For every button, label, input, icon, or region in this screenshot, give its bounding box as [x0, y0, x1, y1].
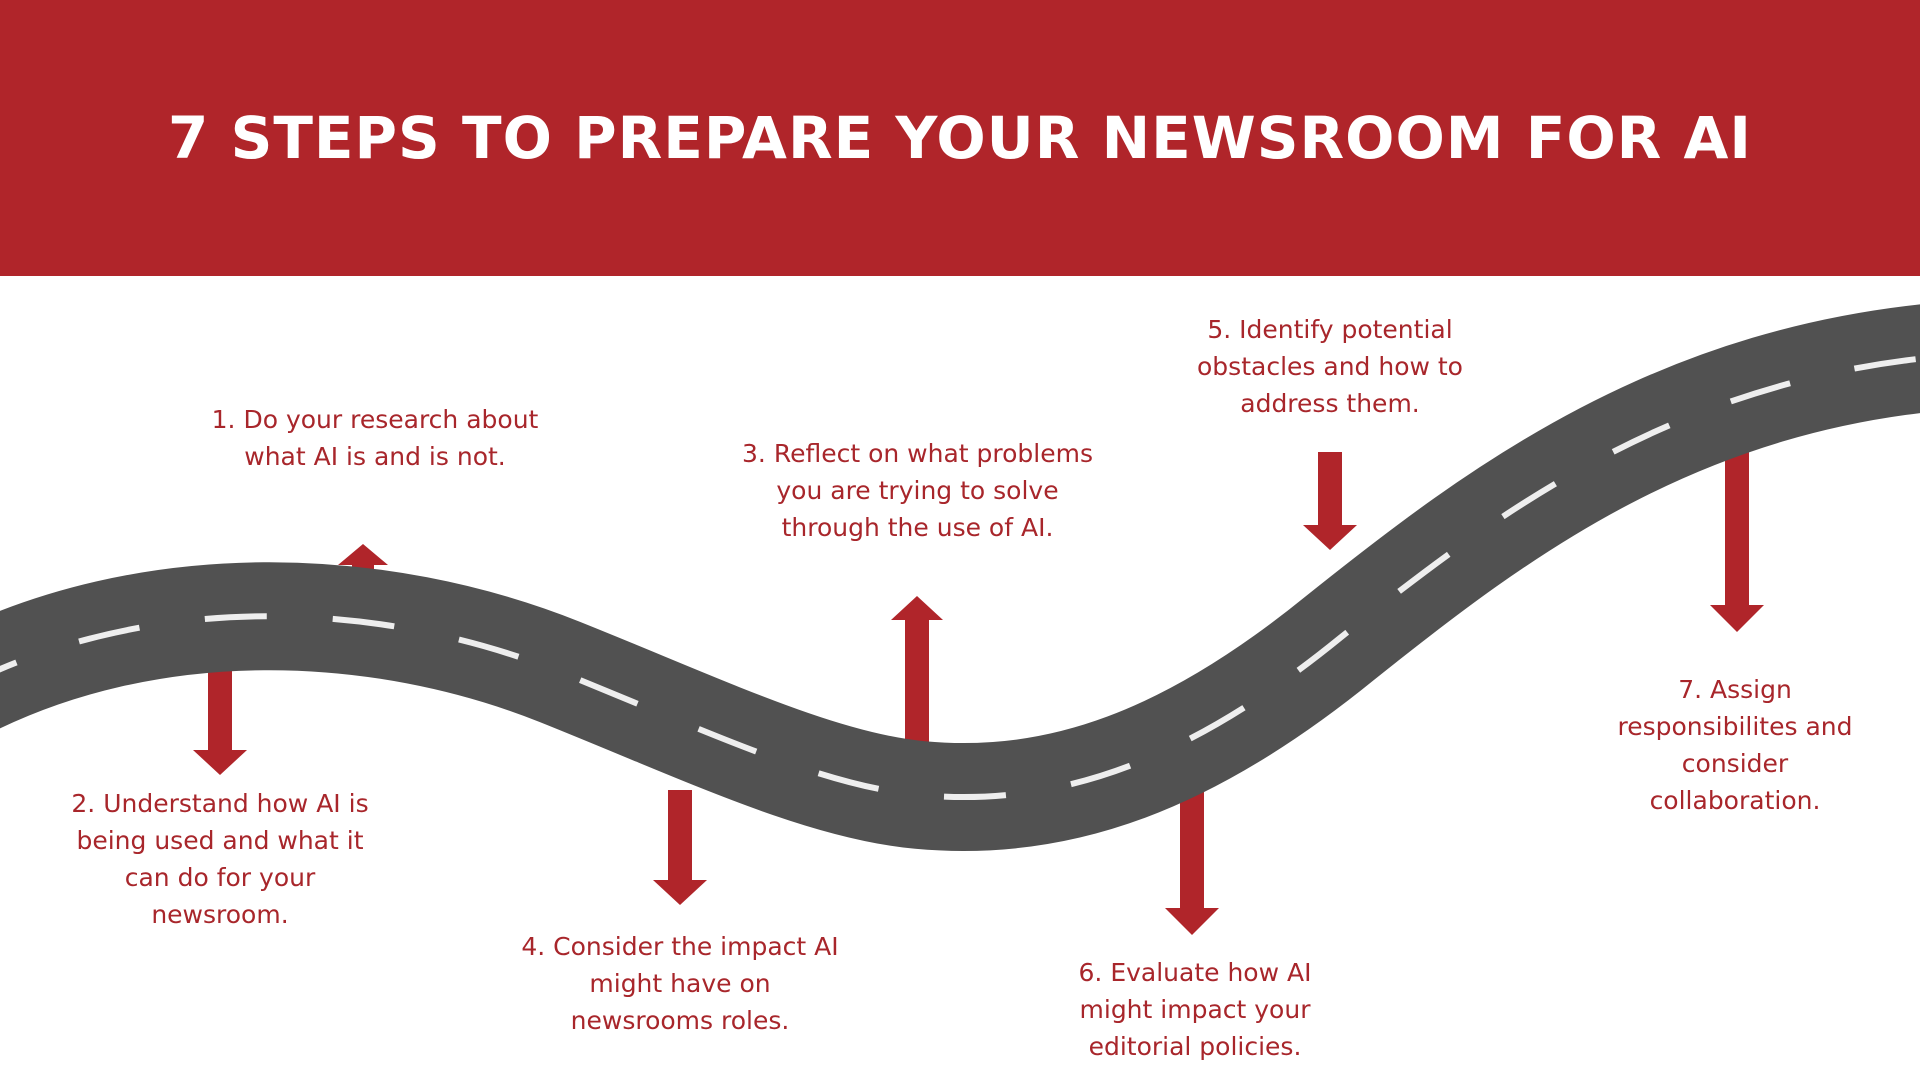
- step-5-text: 5. Identify potential obstacles and how …: [1197, 315, 1463, 418]
- road-center-dashes: [0, 355, 1920, 801]
- arrow-4-down-icon: [653, 790, 707, 905]
- step-6-text: 6. Evaluate how AI might impact your edi…: [1078, 958, 1312, 1061]
- title-banner: 7 STEPS TO PREPARE YOUR NEWSROOM FOR AI: [0, 0, 1920, 276]
- arrow-2-down-icon: [193, 670, 247, 775]
- step-1-text: 1. Do your research about what AI is and…: [211, 405, 539, 471]
- step-3-text: 3. Reflect on what problems you are tryi…: [742, 439, 1093, 542]
- page-title: 7 STEPS TO PREPARE YOUR NEWSROOM FOR AI: [168, 104, 1752, 172]
- step-4-text: 4. Consider the impact AI might have on …: [521, 932, 839, 1035]
- step-7-text: 7. Assign responsibilites and consider c…: [1617, 675, 1853, 815]
- arrow-5-down-icon: [1303, 452, 1357, 550]
- arrow-3-up-icon: [891, 596, 943, 750]
- step-2-text: 2. Understand how AI is being used and w…: [71, 789, 369, 929]
- arrow-7-down-icon: [1710, 430, 1764, 632]
